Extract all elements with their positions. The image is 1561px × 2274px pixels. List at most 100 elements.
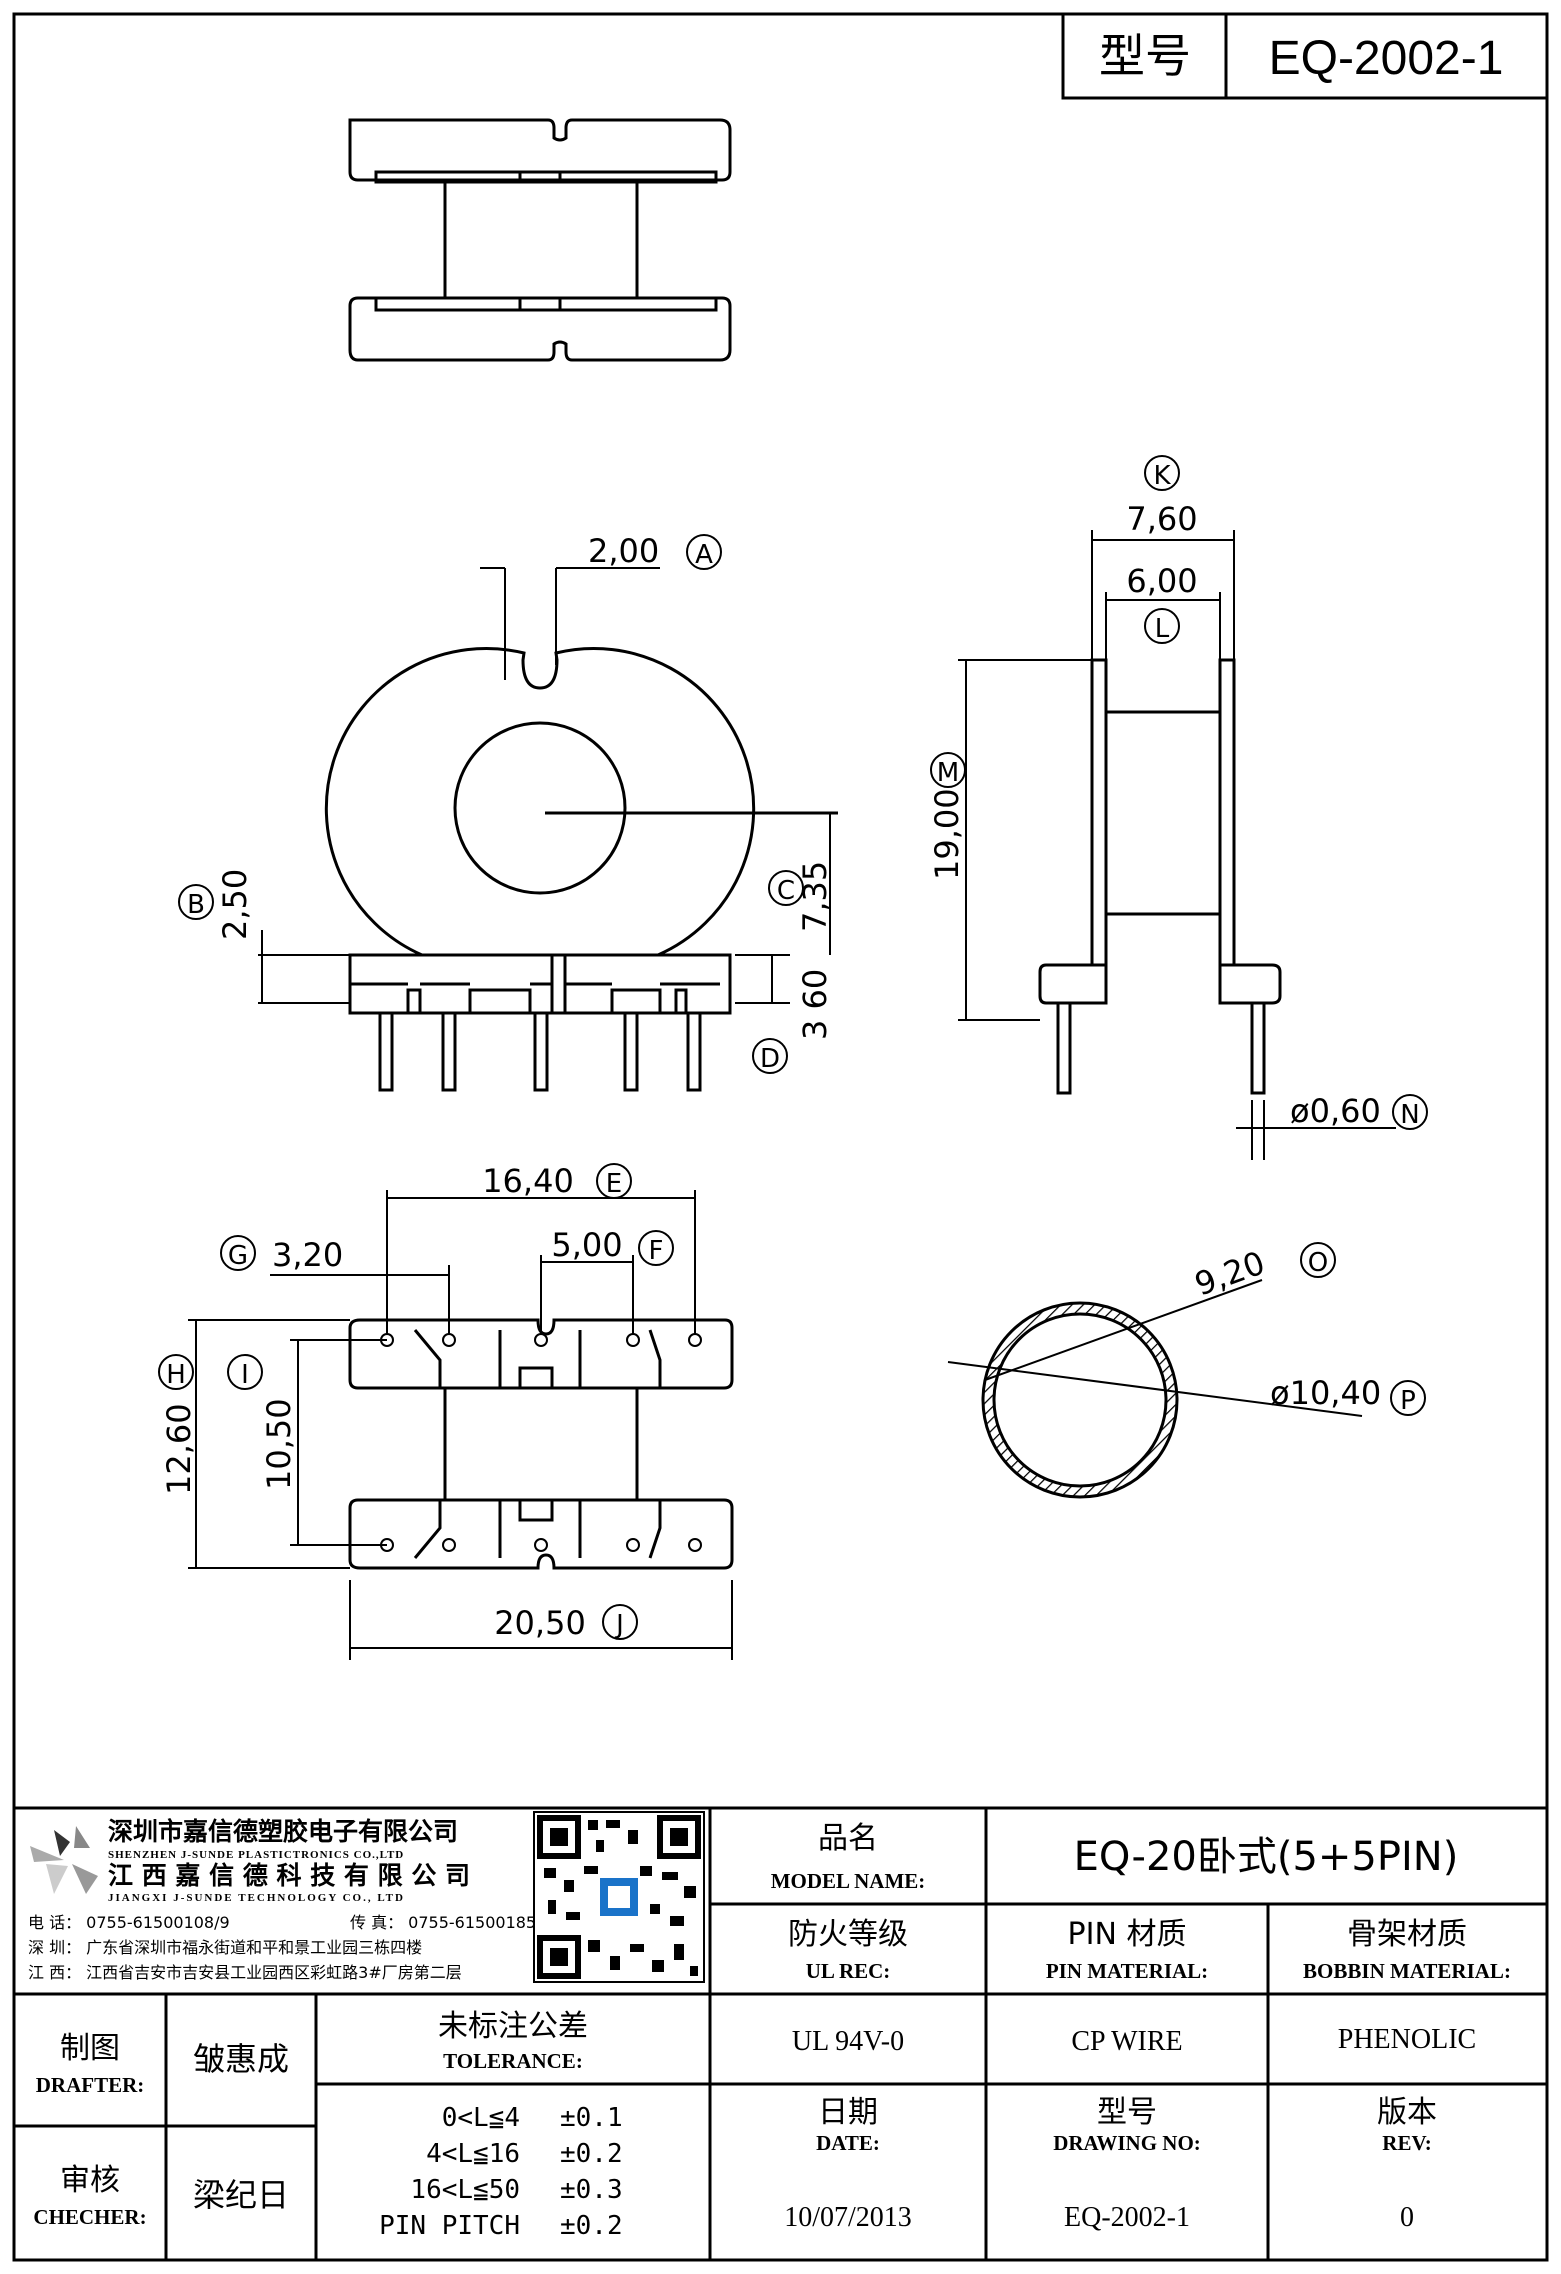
drawing-no-en: DRAWING NO: xyxy=(1053,2131,1201,2155)
dimension-K: K 7,60 xyxy=(1126,455,1198,538)
dimension-I: I 10,50 xyxy=(227,1354,298,1490)
checker-value: 梁纪日 xyxy=(193,2176,289,2214)
drawing-no-value: EQ-2002-1 xyxy=(1064,2202,1190,2233)
dimension-B: B 2,50 xyxy=(178,869,254,940)
model-header-label: 型号 xyxy=(1099,29,1191,83)
sheet-border xyxy=(12,12,1549,2262)
dimension-A: 2,00 A xyxy=(588,532,722,570)
dim-F-letter: F xyxy=(649,1236,664,1266)
drafter-cn: 制图 xyxy=(60,2031,120,2066)
dimension-F: 5,00 F xyxy=(551,1226,674,1266)
dim-E-letter: E xyxy=(606,1169,622,1199)
company-address-jx: 江 西： 江西省吉安市吉安县工业园西区彩虹路3#厂房第二层 xyxy=(28,1963,462,1982)
dimension-M: M 19,00 xyxy=(928,752,966,880)
company-name-sz-en: SHENZHEN J-SUNDE PLASTICTRONICS CO.,LTD xyxy=(108,1849,404,1861)
dim-P-letter: P xyxy=(1400,1386,1416,1416)
company-name-jx: 江 西 嘉 信 德 科 技 有 限 公 司 xyxy=(108,1861,470,1890)
dimension-H: H 12,60 xyxy=(158,1354,198,1495)
rev-value: 0 xyxy=(1400,2202,1414,2233)
checker-en: CHECHER: xyxy=(33,2205,146,2229)
date-en: DATE: xyxy=(816,2131,880,2155)
dim-B-value: 2,50 xyxy=(216,869,254,940)
dimension-E: 16,40 E xyxy=(482,1162,632,1200)
model-header: 型号 EQ-2002-1 xyxy=(1061,12,1549,100)
ul-rec-value: UL 94V-0 xyxy=(792,2026,904,2057)
side-view xyxy=(1038,658,1282,1095)
bobbin-material-value: PHENOLIC xyxy=(1338,2024,1476,2055)
tolerance-range-3: 16<L≦50 xyxy=(410,2175,520,2205)
title-block-grid xyxy=(14,1806,1547,2260)
dim-L-value: 6,00 xyxy=(1126,562,1197,600)
model-header-value: EQ-2002-1 xyxy=(1269,32,1504,85)
dim-K-letter: K xyxy=(1153,461,1171,491)
drafter-value: 皱惠成 xyxy=(193,2040,289,2078)
dim-J-letter: J xyxy=(614,1610,624,1640)
dim-M-value: 19,00 xyxy=(928,788,966,880)
dimension-D: D 3 60 xyxy=(752,969,834,1074)
bobbin-material-en: BOBBIN MATERIAL: xyxy=(1303,1959,1511,1983)
dim-K-value: 7,60 xyxy=(1126,500,1197,538)
ul-rec-en: UL REC: xyxy=(806,1959,891,1983)
company-logo xyxy=(30,1826,98,1894)
dimension-N: ø0,60 N xyxy=(1290,1092,1428,1130)
dim-N-letter: N xyxy=(1400,1100,1419,1130)
dim-J-value: 20,50 xyxy=(494,1604,586,1642)
dim-L-letter: L xyxy=(1155,614,1170,644)
company-phone: 电 话： 0755-61500108/9 xyxy=(28,1913,230,1932)
dim-A-letter: A xyxy=(695,540,713,570)
dim-O-letter: O xyxy=(1308,1248,1328,1278)
dim-P-value: ø10,40 xyxy=(1270,1374,1381,1412)
date-cn: 日期 xyxy=(818,2095,878,2130)
bottom-dimensions xyxy=(188,1190,733,1660)
model-name-value: EQ-20卧式(5+5PIN) xyxy=(1074,1834,1459,1880)
tube-section xyxy=(947,1279,1363,1499)
bottom-view xyxy=(348,1318,734,1570)
company-name-jx-en: JIANGXI J-SUNDE TECHNOLOGY CO., LTD xyxy=(108,1892,405,1904)
dim-F-value: 5,00 xyxy=(551,1226,622,1264)
tolerance-value-3: ±0.3 xyxy=(560,2175,623,2205)
dim-D-letter: D xyxy=(760,1044,780,1074)
dim-H-letter: H xyxy=(166,1360,186,1390)
dim-G-value: 3,20 xyxy=(272,1236,343,1274)
dim-E-value: 16,40 xyxy=(482,1162,574,1200)
side-dimensions xyxy=(958,530,1396,1160)
dim-B-letter: B xyxy=(187,890,205,920)
drawing-no-cn: 型号 xyxy=(1097,2095,1157,2130)
top-view xyxy=(348,118,732,362)
front-view xyxy=(324,647,838,1092)
date-value: 10/07/2013 xyxy=(784,2202,912,2233)
tolerance-value-4: ±0.2 xyxy=(560,2211,623,2241)
dim-C-value: 7,35 xyxy=(796,861,834,932)
model-name-en: MODEL NAME: xyxy=(771,1869,926,1893)
bobbin-material-cn: 骨架材质 xyxy=(1347,1917,1467,1952)
model-name-cn: 品名 xyxy=(818,1821,878,1856)
dimension-G: G 3,20 xyxy=(220,1235,343,1274)
dim-H-value: 12,60 xyxy=(160,1403,198,1495)
rev-en: REV: xyxy=(1382,2131,1431,2155)
company-name-sz: 深圳市嘉信德塑胶电子有限公司 xyxy=(108,1817,458,1846)
dim-I-letter: I xyxy=(241,1360,249,1390)
pin-material-value: CP WIRE xyxy=(1071,2026,1182,2057)
qr-code-image xyxy=(533,1811,705,1983)
pin-material-en: PIN MATERIAL: xyxy=(1046,1959,1208,1983)
dim-M-letter: M xyxy=(937,758,959,788)
dim-C-letter: C xyxy=(777,876,795,906)
dim-G-letter: G xyxy=(228,1241,248,1271)
dimension-P: ø10,40 P xyxy=(1270,1374,1426,1416)
tolerance-cn: 未标注公差 xyxy=(438,2009,588,2044)
dim-D-value: 3 60 xyxy=(796,969,834,1040)
tolerance-range-4: PIN PITCH xyxy=(379,2211,520,2241)
dim-A-value: 2,00 xyxy=(588,532,659,570)
dimension-O: 9,20 O xyxy=(1190,1242,1336,1304)
dimension-L: 6,00 L xyxy=(1126,562,1198,644)
drafter-en: DRAFTER: xyxy=(36,2073,145,2097)
checker-cn: 审核 xyxy=(60,2163,120,2198)
dimension-J: 20,50 J xyxy=(494,1604,638,1642)
pin-material-cn: PIN 材质 xyxy=(1068,1917,1187,1952)
front-dimensions xyxy=(258,567,831,1004)
dim-I-value: 10,50 xyxy=(260,1398,298,1490)
company-fax: 传 真： 0755-61500185 xyxy=(350,1913,536,1932)
dim-N-value: ø0,60 xyxy=(1290,1092,1381,1130)
ul-rec-cn: 防火等级 xyxy=(788,1917,908,1952)
